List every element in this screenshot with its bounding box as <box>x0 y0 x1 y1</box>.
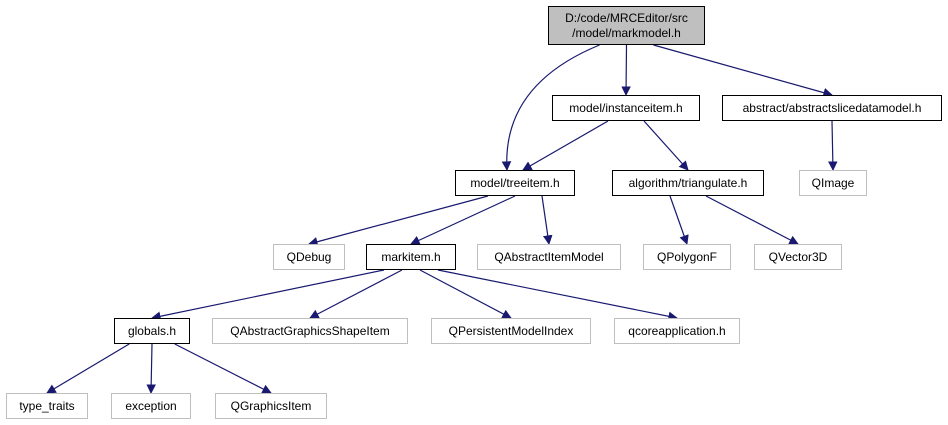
edge-root-to-instanceitem <box>621 44 631 96</box>
edge-triangulate-to-qvector3d <box>705 195 799 245</box>
edge-markitem-to-qcoreapplication <box>437 269 678 322</box>
edge-treeitem-to-markitem <box>410 195 516 245</box>
node-qpersistentmodelindex[interactable]: QPersistentModelIndex <box>431 318 591 344</box>
edge-abstractslicedatamodel-to-qimage <box>828 120 838 171</box>
node-qvector3d[interactable]: QVector3D <box>754 244 842 270</box>
node-qimage[interactable]: QImage <box>799 170 867 196</box>
root-node-line2: /model/markmodel.h <box>572 25 681 40</box>
edge-instanceitem-to-triangulate <box>643 120 689 171</box>
node-instanceitem[interactable]: model/instanceitem.h <box>552 95 700 121</box>
node-type-traits[interactable]: type_traits <box>6 393 88 419</box>
edge-globals-to-qgraphicsitem <box>174 343 272 394</box>
node-qabstractgraphicsshapeitem[interactable]: QAbstractGraphicsShapeItem <box>212 318 408 344</box>
node-qabstractitemmodel[interactable]: QAbstractItemModel <box>477 244 621 270</box>
edge-markitem-to-qabstractgraphicsshapeitem <box>309 269 403 319</box>
edge-root-to-abstractslicedatamodel <box>653 44 833 98</box>
edge-instanceitem-to-treeitem <box>522 120 609 171</box>
edge-markitem-to-globals <box>151 269 385 321</box>
node-treeitem[interactable]: model/treeitem.h <box>455 170 575 196</box>
node-abstractslicedatamodel[interactable]: abstract/abstractslicedatamodel.h <box>722 95 942 121</box>
node-qpolygonf[interactable]: QPolygonF <box>643 244 731 270</box>
edge-markitem-to-qpersistentmodelindex <box>419 269 512 319</box>
node-exception[interactable]: exception <box>111 393 191 419</box>
root-node-markmodel[interactable]: D:/code/MRCEditor/src /model/markmodel.h <box>548 6 705 45</box>
node-qgraphicsitem[interactable]: QGraphicsItem <box>215 393 327 419</box>
edge-treeitem-to-qdebug <box>308 195 489 247</box>
edge-treeitem-to-qabstractitemmodel <box>541 195 553 245</box>
node-globals[interactable]: globals.h <box>114 318 190 344</box>
node-markitem[interactable]: markitem.h <box>366 244 456 270</box>
root-node-line1: D:/code/MRCEditor/src <box>565 10 688 25</box>
node-qcoreapplication[interactable]: qcoreapplication.h <box>614 318 740 344</box>
edge-globals-to-type-traits <box>46 343 130 394</box>
edge-globals-to-exception <box>146 343 156 394</box>
edge-triangulate-to-qpolygonf <box>669 195 689 245</box>
node-triangulate[interactable]: algorithm/triangulate.h <box>612 170 764 196</box>
node-qdebug[interactable]: QDebug <box>273 244 345 270</box>
edge-root-to-treeitem <box>501 44 600 171</box>
